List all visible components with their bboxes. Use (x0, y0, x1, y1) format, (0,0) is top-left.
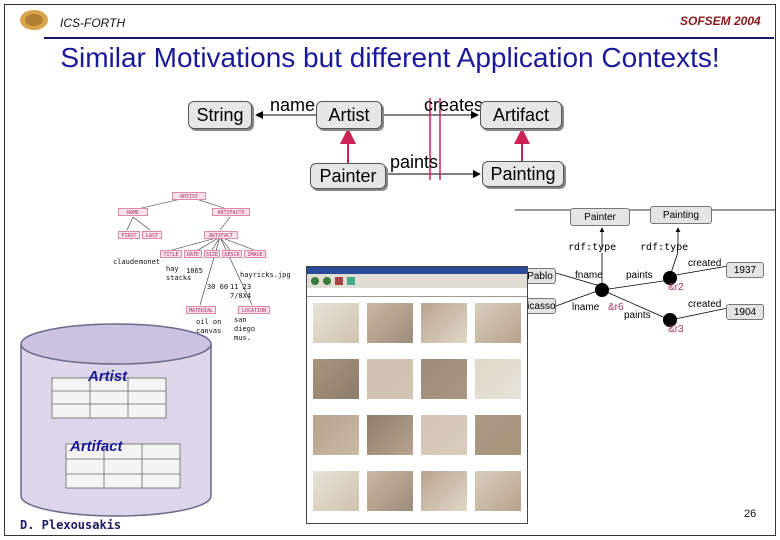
gallery-thumbnail[interactable] (475, 415, 521, 455)
db-artist-table: Artist (88, 368, 128, 385)
val-date: 1865 (186, 267, 203, 275)
forward-icon[interactable] (323, 277, 331, 285)
val-last: monet (139, 258, 161, 266)
slide-title: Similar Motivations but different Applic… (60, 42, 720, 73)
string-node: String (188, 101, 252, 129)
rdf-r6: &r6 (608, 302, 624, 313)
rdf-r2: &r2 (668, 282, 684, 293)
val-image: hayricks.jpg (240, 271, 291, 279)
gallery-thumbnail[interactable] (421, 359, 467, 399)
val-material: oil on canvas (196, 318, 222, 335)
rdf-fname: fname (575, 270, 603, 281)
painting-node: Painting (482, 161, 564, 187)
gallery-thumbnail[interactable] (367, 359, 413, 399)
rdf-r3: &r3 (668, 324, 684, 335)
address-bar[interactable] (307, 288, 527, 297)
schema-arrows (255, 98, 530, 180)
xml-tree-edges (126, 196, 255, 306)
val-descr: 11 23 7/8X4 (230, 283, 252, 300)
gallery-thumbnail[interactable] (475, 303, 521, 343)
rdf-painter-class: Painter (570, 208, 630, 226)
tree-name: NAME (118, 208, 148, 216)
tree-size: SIZE (204, 250, 220, 258)
tree-location: LOCATION (238, 306, 270, 314)
rel-creates-label: creates (424, 95, 484, 115)
tree-date: DATE (184, 250, 202, 258)
tree-artifacts: ARTIFACTS (212, 208, 250, 216)
gallery-thumbnail[interactable] (367, 415, 413, 455)
header-divider (44, 37, 774, 39)
image-browser-window (306, 266, 528, 524)
tree-first: FIRST (118, 231, 140, 239)
gallery-thumbnail[interactable] (367, 471, 413, 511)
rdf-edges (515, 209, 775, 327)
tree-artifact: ARTIFACT (204, 231, 238, 239)
refresh-icon[interactable] (347, 277, 355, 285)
conference-name: SOFSEM 2004 (680, 14, 761, 28)
gallery-thumbnail[interactable] (313, 471, 359, 511)
val-first: claude (113, 258, 139, 266)
back-icon[interactable] (311, 277, 319, 285)
rdf-lname: lname (572, 302, 600, 313)
rdf-year-1904: 1904 (726, 304, 764, 320)
val-title: hay stacks (166, 265, 192, 282)
tree-title: TITLE (160, 250, 182, 258)
rdf-paints-2: paints (624, 310, 651, 321)
artifact-node: Artifact (480, 101, 562, 129)
rdf-pablo: Pablo (524, 268, 556, 284)
painter-node: Painter (310, 163, 386, 189)
gallery-thumbnail[interactable] (475, 471, 521, 511)
page-number: 26 (744, 508, 757, 520)
rel-paints-label: paints (390, 152, 439, 172)
tree-artist: ARTIST (172, 192, 206, 200)
rdf-created-1: created (688, 258, 722, 269)
rdf-painting-class: Painting (650, 206, 712, 224)
slide-frame (4, 4, 776, 536)
stop-icon[interactable] (335, 277, 343, 285)
rdf-year-1937: 1937 (726, 262, 764, 278)
val-size: 30 60 (207, 283, 229, 291)
tree-material: MATERIAL (186, 306, 216, 314)
gallery-thumbnail[interactable] (313, 415, 359, 455)
database-cylinder (20, 323, 212, 517)
gallery-thumbnail[interactable] (421, 471, 467, 511)
gallery-thumbnail[interactable] (313, 359, 359, 399)
gallery-thumbnail[interactable] (475, 359, 521, 399)
rdf-paints-1: paints (626, 270, 653, 281)
rdf-type-label-1: rdf:type (568, 242, 617, 253)
tree-image: IMAGE (244, 250, 266, 258)
db-artifact-table: Artifact (70, 438, 123, 455)
tree-last: LAST (142, 231, 162, 239)
rdf-type-label-2: rdf:type (640, 242, 689, 253)
rdf-created-2: created (688, 299, 722, 310)
author-name: D. Plexousakis (20, 518, 122, 532)
rel-name-label: name (270, 95, 316, 115)
browser-titlebar (307, 267, 527, 274)
org-name: ICS-FORTH (60, 16, 126, 30)
rdf-picasso: Picasso (520, 298, 556, 314)
val-location: san diego mus. (234, 316, 256, 342)
tree-descr: DESCR (222, 250, 242, 258)
gallery-thumbnail[interactable] (367, 303, 413, 343)
gallery-thumbnail[interactable] (421, 415, 467, 455)
forth-logo-icon (20, 10, 48, 30)
artist-node: Artist (316, 101, 382, 129)
browser-toolbar (307, 274, 527, 289)
gallery-thumbnail[interactable] (421, 303, 467, 343)
gallery-thumbnail[interactable] (313, 303, 359, 343)
